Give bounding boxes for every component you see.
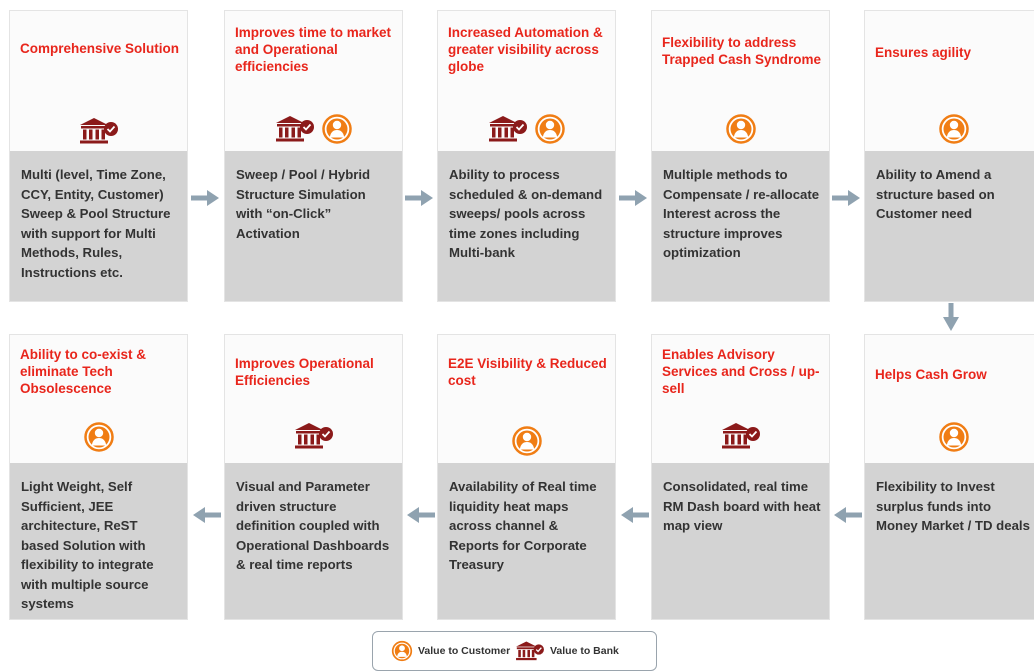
arrow-right-icon	[832, 188, 862, 208]
card-title: Comprehensive Solution	[20, 41, 180, 56]
card-title: Flexibility to address Trapped Cash Synd…	[662, 35, 822, 67]
arrow-left-icon	[619, 505, 649, 525]
card-title: E2E Visibility & Reduced cost	[448, 356, 607, 388]
card-body: Visual and Parameter driven structure de…	[225, 463, 402, 619]
bank-icon	[275, 114, 315, 144]
arrow-left-icon	[191, 505, 221, 525]
card-body: Light Weight, Self Sufficient, JEE archi…	[10, 463, 187, 619]
customer-icon	[391, 640, 413, 662]
bank-icon	[488, 114, 528, 144]
card-comprehensive-solution: Comprehensive Solution Multi (level, Tim…	[9, 10, 188, 302]
card-ensures-agility: Ensures agility Ability to Amend a struc…	[864, 10, 1034, 302]
customer-icon	[938, 421, 970, 453]
arrow-right-icon	[619, 188, 649, 208]
card-title: Improves Operational Efficiencies	[235, 356, 374, 388]
legend-bank-label: Value to Bank	[550, 645, 619, 657]
card-e2e-visibility: E2E Visibility & Reduced cost Availabili…	[437, 334, 616, 620]
card-tech-obsolescence: Ability to co-exist & eliminate Tech Obs…	[9, 334, 188, 620]
card-body: Ability to process scheduled & on-demand…	[438, 151, 615, 301]
customer-icon	[725, 113, 757, 145]
legend: Value to Customer Value to Bank	[372, 631, 657, 671]
arrow-right-icon	[405, 188, 435, 208]
card-body: Consolidated, real time RM Dash board wi…	[652, 463, 829, 619]
arrow-left-icon	[832, 505, 862, 525]
bank-icon	[79, 116, 119, 146]
arrow-left-icon	[405, 505, 435, 525]
customer-icon	[321, 113, 353, 145]
card-time-to-market: Improves time to market and Operational …	[224, 10, 403, 302]
card-title: Improves time to market and Operational …	[235, 25, 392, 74]
customer-icon	[534, 113, 566, 145]
card-body: Ability to Amend a structure based on Cu…	[865, 151, 1034, 301]
bank-icon	[294, 421, 334, 451]
card-title: Helps Cash Grow	[875, 367, 987, 382]
bank-icon	[721, 421, 761, 451]
card-automation-visibility: Increased Automation & greater visibilit…	[437, 10, 616, 302]
bank-icon	[515, 640, 545, 662]
legend-bank: Value to Bank	[515, 640, 619, 662]
card-title: Ability to co-exist & eliminate Tech Obs…	[20, 347, 147, 396]
customer-icon	[83, 421, 115, 453]
card-operational-efficiencies: Improves Operational Efficiencies Visual…	[224, 334, 403, 620]
customer-icon	[511, 425, 543, 457]
legend-customer-label: Value to Customer	[418, 645, 511, 657]
card-title: Increased Automation & greater visibilit…	[448, 25, 603, 74]
customer-icon	[938, 113, 970, 145]
arrow-down-icon	[941, 303, 961, 333]
card-body: Sweep / Pool / Hybrid Structure Simulati…	[225, 151, 402, 301]
card-body: Multiple methods to Compensate / re-allo…	[652, 151, 829, 301]
arrow-right-icon	[191, 188, 221, 208]
card-advisory-services: Enables Advisory Services and Cross / up…	[651, 334, 830, 620]
card-body: Flexibility to Invest surplus funds into…	[865, 463, 1034, 619]
legend-customer: Value to Customer	[391, 640, 510, 662]
card-title: Enables Advisory Services and Cross / up…	[662, 347, 820, 396]
card-body: Availability of Real time liquidity heat…	[438, 463, 615, 619]
card-body: Multi (level, Time Zone, CCY, Entity, Cu…	[10, 151, 187, 301]
card-trapped-cash: Flexibility to address Trapped Cash Synd…	[651, 10, 830, 302]
card-helps-cash-grow: Helps Cash Grow Flexibility to Invest su…	[864, 334, 1034, 620]
card-title: Ensures agility	[875, 45, 972, 60]
